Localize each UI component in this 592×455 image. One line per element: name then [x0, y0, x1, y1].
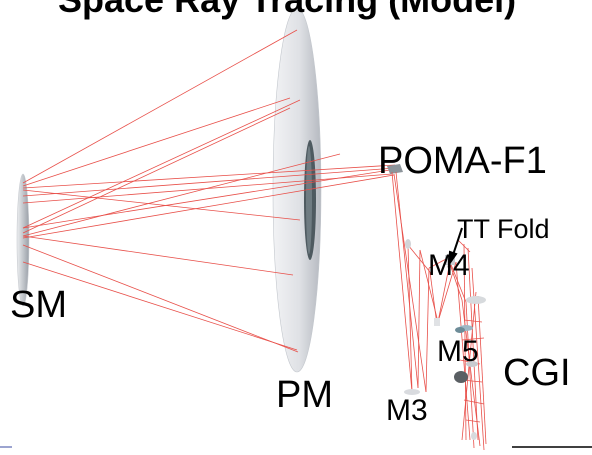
- telescope-ray-bundle: [22, 29, 396, 353]
- label-tt-fold: TT Fold: [457, 214, 550, 244]
- diagram-title: Space Ray Tracing (Model): [58, 0, 516, 18]
- label-sm: SM: [10, 284, 67, 326]
- label-m5: M5: [437, 335, 479, 368]
- label-pm: PM: [276, 374, 333, 416]
- secondary-mirror: [16, 173, 30, 307]
- primary-mirror: [272, 7, 322, 373]
- tt-fold-arrow: [447, 227, 463, 268]
- label-m3: M3: [386, 394, 428, 427]
- label-poma-f1: POMA-F1: [378, 140, 547, 182]
- label-cgi: CGI: [503, 352, 571, 394]
- relay-ray-bundle: [391, 171, 487, 451]
- poma-fold-mirror: [387, 164, 403, 174]
- label-m4: M4: [428, 249, 470, 282]
